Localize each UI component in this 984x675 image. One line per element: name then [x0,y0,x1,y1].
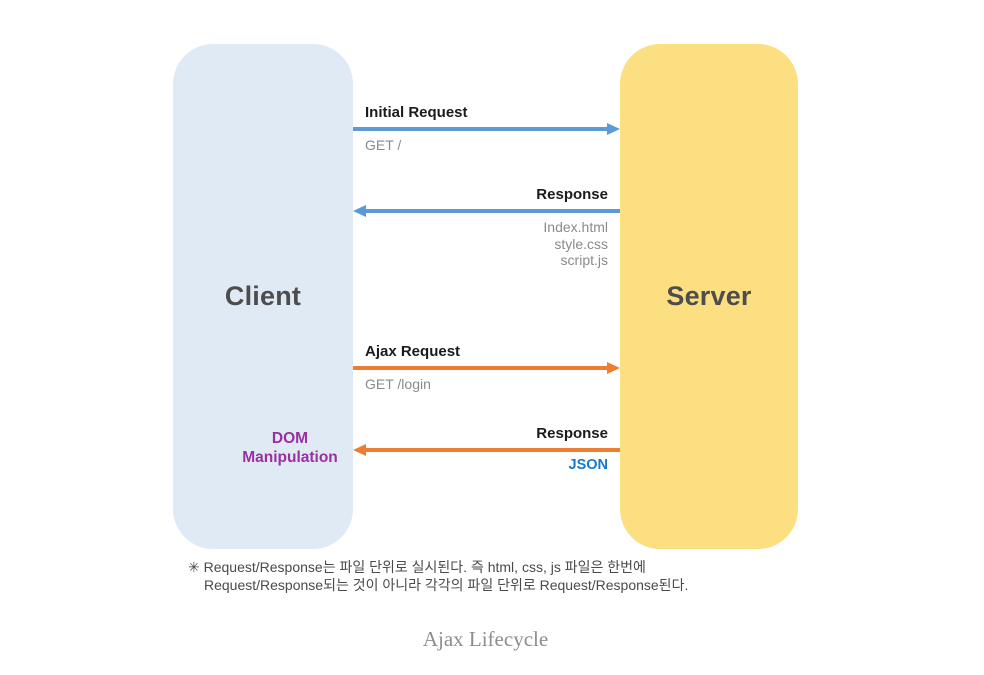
arrow-shaft [353,127,609,131]
client-box: Client [173,44,353,549]
ajax-request-arrow [353,362,620,374]
arrow-head-icon [607,362,620,374]
initial-request-detail: GET / [365,137,402,153]
footnote-text1: Request/Response는 파일 단위로 실시된다. 즉 html, c… [203,559,646,575]
footnote: ✳ Request/Response는 파일 단위로 실시된다. 즉 html,… [188,559,688,594]
arrow-head-icon [353,205,366,217]
ajax-response-detail: JSON [568,457,609,473]
arrow-shaft [364,448,620,452]
footnote-line1: ✳ Request/Response는 파일 단위로 실시된다. 즉 html,… [188,559,688,577]
dom-manipulation-note: DOM Manipulation [210,429,370,467]
server-box: Server [620,44,798,549]
arrow-head-icon [353,444,366,456]
ajax-request-label: Ajax Request [365,343,461,360]
initial-response-label: Response [536,186,608,203]
ajax-request-detail: GET /login [365,376,431,392]
initial-request-arrow [353,123,620,135]
response-file: style.css [554,235,608,252]
asterisk-icon: ✳ [188,559,200,575]
initial-response-arrow [353,205,620,217]
server-label: Server [666,281,752,311]
response-file: Index.html [543,219,608,235]
footnote-line2: Request/Response되는 것이 아니라 각각의 파일 단위로 Req… [188,577,688,595]
ajax-response-arrow [353,444,620,456]
initial-request-label: Initial Request [365,104,468,121]
ajax-response-label: Response [536,425,608,442]
dom-manipulation-line2: Manipulation [242,449,338,466]
arrow-shaft [353,366,609,370]
dom-manipulation-line1: DOM [271,430,309,447]
client-label: Client [224,281,302,311]
arrow-shaft [364,209,620,213]
response-file: script.js [560,252,608,268]
initial-response-files: Index.html style.css script.js [543,219,608,269]
footnote-text2: Request/Response되는 것이 아니라 각각의 파일 단위로 Req… [204,576,689,593]
page-title: Ajax Lifecycle [422,627,549,651]
arrow-head-icon [607,123,620,135]
